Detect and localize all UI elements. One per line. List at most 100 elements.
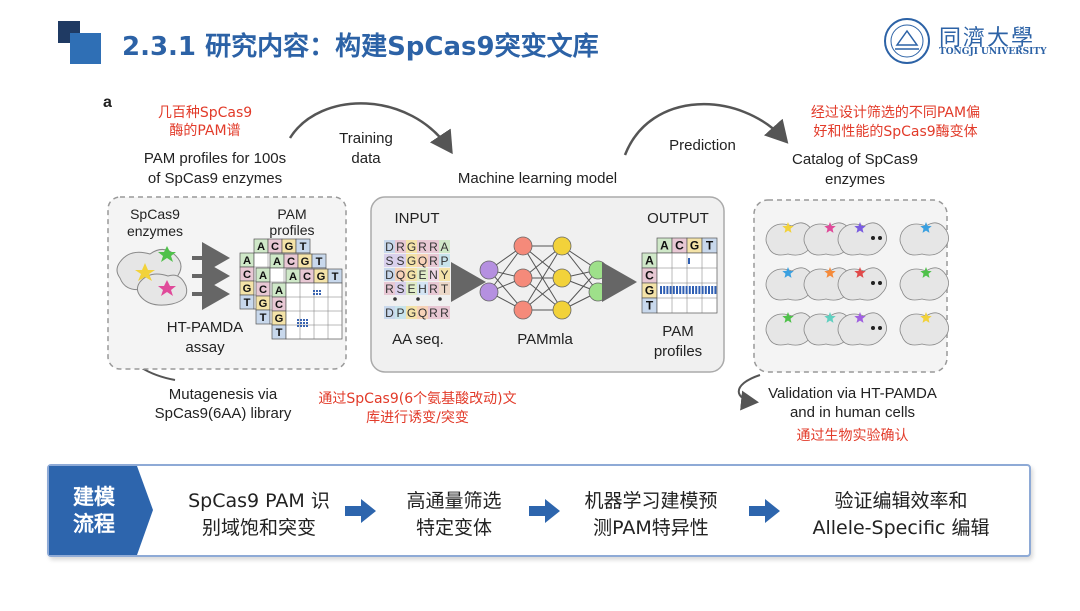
ellipsis-dot: [871, 326, 875, 330]
aa-cell: [439, 240, 450, 253]
nn-node: [479, 282, 499, 302]
flow-step-2: 高通量筛选 特定变体: [406, 490, 502, 539]
aa-letter: H: [418, 282, 427, 296]
pam-signal-bar: [701, 286, 704, 294]
pam-signal-bar: [666, 286, 669, 294]
nt-header-label: G: [690, 239, 699, 253]
nt-row-label: T: [260, 312, 267, 324]
nt-row-label: A: [275, 285, 283, 297]
pam-signal-dot: [316, 290, 318, 292]
assay-label: HT-PAMDA assay: [166, 319, 244, 356]
nt-header-label: C: [675, 239, 684, 253]
pam-signal-bar: [711, 286, 714, 294]
aa-cell: [428, 268, 439, 281]
pam-signal-dot: [300, 319, 302, 321]
ml-model-label: Machine learning model: [457, 170, 618, 187]
aa-letter: Q: [418, 254, 427, 268]
aa-letter: R: [440, 306, 449, 320]
enzyme-catalog: [765, 222, 949, 346]
design-screen-annotation: 经过设计筛选的不同PAM偏 好和性能的SpCas9酶变体: [810, 105, 981, 140]
aa-letter: Q: [396, 268, 405, 282]
nn-edge: [522, 245, 563, 311]
aa-letter: Y: [440, 268, 448, 282]
pam-signal-bar: [688, 286, 691, 294]
aa-cell: [406, 306, 417, 319]
flow-step-3: 机器学习建模预 测PAM特异性: [584, 490, 718, 539]
aa-cell: [417, 240, 428, 253]
flow-tag-shape: [49, 466, 153, 555]
aa-letter: S: [385, 254, 393, 268]
pam-signal-dot: [306, 322, 308, 324]
nt-header-label: G: [301, 256, 310, 268]
aa-cell: [439, 254, 450, 267]
pam-signal-dot: [300, 325, 302, 327]
aa-letter: D: [385, 306, 394, 320]
aa-cell: [384, 282, 395, 295]
nn-node: [552, 300, 572, 320]
aa-letter: R: [429, 306, 438, 320]
aa-cell: [384, 254, 395, 267]
ellipsis-dot: [438, 297, 442, 301]
aa-letter: G: [407, 240, 416, 254]
pam-signal-dot: [319, 290, 321, 292]
aa-cell: [417, 268, 428, 281]
aa-letter: S: [396, 254, 404, 268]
pam-signal-dot: [300, 322, 302, 324]
nt-header-label: A: [289, 271, 297, 283]
aa-cell: [417, 306, 428, 319]
university-logo: 同濟大學 TONGJI UNIVERSITY: [883, 17, 1047, 65]
page-title: 2.3.1 研究内容：构建SpCas9突变文库: [122, 32, 599, 62]
modeling-flow-bar: 建模 流程 SpCas9 PAM 识 别域饱和突变 高通量筛选 特定变体 机器学…: [47, 464, 1031, 557]
nn-node: [552, 268, 572, 288]
pam-spectrum-annotation: 几百种SpCas9 酶的PAM谱: [157, 105, 253, 139]
nt-row-label: T: [646, 299, 654, 313]
star-marker: [824, 267, 836, 278]
pam-signal-bar: [688, 258, 690, 264]
enzyme-blob: [837, 222, 887, 256]
pam-signal-dot: [306, 319, 308, 321]
nt-row-label: A: [243, 255, 251, 267]
nt-row-label: G: [645, 284, 654, 298]
enzyme-cluster-left: [116, 246, 188, 306]
star-marker: [920, 267, 932, 278]
nt-row-label: T: [244, 297, 251, 309]
aa-cell: [428, 306, 439, 319]
nt-row-label: C: [259, 284, 267, 296]
aa-cell: [395, 306, 406, 319]
aa-seq-label: AA seq.: [392, 331, 444, 348]
pam-signal-bar: [679, 286, 682, 294]
aa-letter: G: [407, 268, 416, 282]
enzyme-blob: [837, 267, 887, 301]
logo-text-cn: 同濟大學: [939, 26, 1036, 51]
nn-node: [513, 268, 533, 288]
aa-letter: G: [407, 254, 416, 268]
pam-signal-dot: [297, 319, 299, 321]
nt-row-label: C: [645, 269, 654, 283]
ellipsis-dot: [878, 326, 882, 330]
aa-letter: R: [429, 240, 438, 254]
aa-letter: N: [429, 268, 438, 282]
aa-cell: [406, 268, 417, 281]
aa-letter: P: [396, 306, 404, 320]
output-label: OUTPUT: [647, 210, 709, 227]
pam-signal-dot: [297, 322, 299, 324]
aa-letter: T: [441, 282, 449, 296]
nt-row-label: T: [276, 327, 283, 339]
pammla-label: PAMmla: [517, 331, 573, 348]
training-data-label: Training data: [339, 130, 393, 167]
nn-edge: [488, 245, 524, 293]
pam-signal-dot: [303, 322, 305, 324]
aa-letter: R: [385, 282, 394, 296]
aa-cell: [395, 254, 406, 267]
aa-cell: [406, 282, 417, 295]
input-label: INPUT: [394, 210, 440, 227]
pam-signal-bar: [663, 286, 666, 294]
aa-cell: [384, 306, 395, 319]
aa-cell: [439, 282, 450, 295]
aa-letter: D: [385, 240, 394, 254]
pam-signal-bar: [704, 286, 707, 294]
pam-signal-dot: [303, 319, 305, 321]
aa-letter: Q: [418, 306, 427, 320]
